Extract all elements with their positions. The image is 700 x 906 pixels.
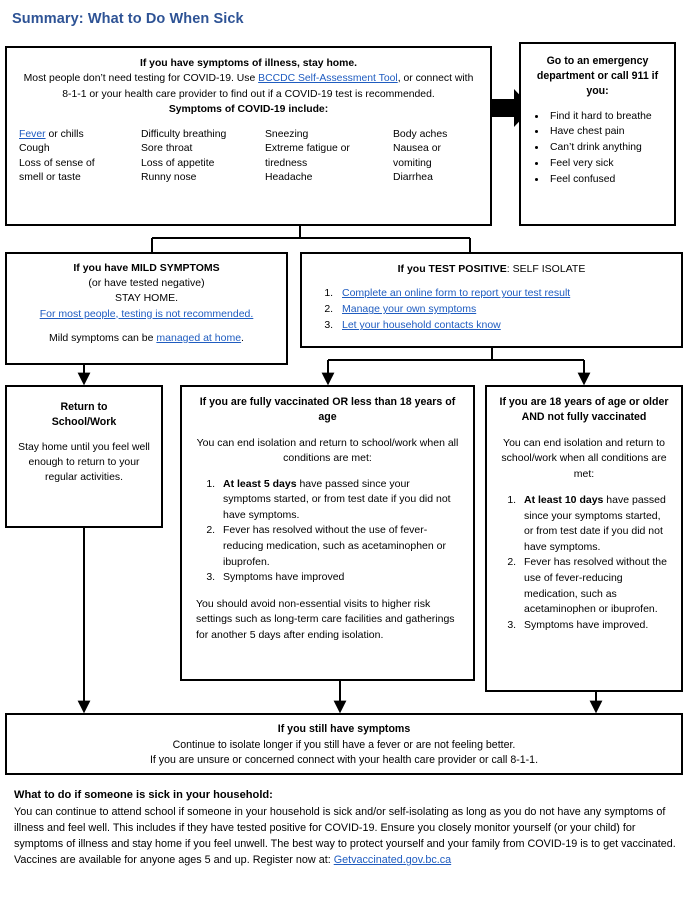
final-line3: If you are unsure or concerned connect w…	[149, 754, 539, 767]
list-item: Fever has resolved without the use of fe…	[519, 555, 671, 617]
mild-symptoms-line5-pre: Mild symptoms can be	[49, 331, 157, 344]
symptom-item: tiredness	[265, 157, 308, 169]
mild-symptoms-content: If you have MILD SYMPTOMS (or have teste…	[7, 254, 286, 346]
symptoms-columns: Fever or chills Cough Loss of sense of s…	[7, 118, 490, 186]
managed-at-home-link[interactable]: managed at home	[156, 331, 242, 344]
testing-not-recommended-link[interactable]: For most people, testing is not recommen…	[39, 307, 254, 320]
test-positive-steps: Complete an online form to report your t…	[302, 285, 681, 334]
unvax-conditions-list: At least 10 days have passed since your …	[487, 493, 681, 633]
report-test-result-link[interactable]: Complete an online form to report your t…	[342, 287, 571, 299]
symptom-item: Difficulty breathing	[141, 128, 227, 140]
page-title: Summary: What to Do When Sick	[12, 11, 244, 27]
test-positive-box: If you TEST POSITIVE: SELF ISOLATE Compl…	[300, 252, 683, 348]
return-heading-line1: Return to	[60, 401, 108, 413]
symptoms-line2-post: , or connect with 8-1-1 or your health c…	[62, 73, 474, 100]
mild-symptoms-line3: STAY HOME.	[114, 292, 178, 305]
final-heading: If you still have symptoms	[277, 723, 411, 735]
symptom-item: Extreme fatigue or	[265, 143, 350, 155]
symptom-item: Nausea or	[393, 143, 441, 155]
list-item: Feel confused	[547, 172, 668, 188]
emergency-box: Go to an emergency department or call 91…	[519, 42, 676, 226]
symptom-item: Loss of sense of	[19, 157, 95, 169]
vax-conditions-list: At least 5 days have passed since your s…	[182, 477, 473, 586]
symptoms-intro: If you have symptoms of illness, stay ho…	[7, 48, 490, 118]
test-positive-heading-bold: If you TEST POSITIVE	[397, 263, 507, 275]
getvaccinated-link[interactable]: Getvaccinated.gov.bc.ca	[333, 854, 452, 867]
final-box-content: If you still have symptoms Continue to i…	[7, 715, 681, 769]
list-item: Find it hard to breathe	[547, 109, 668, 125]
list-item: At least 5 days have passed since your s…	[218, 477, 459, 524]
symptoms-column-1: Fever or chills Cough Loss of sense of s…	[19, 128, 141, 186]
mild-symptoms-heading: If you have MILD SYMPTOMS	[73, 262, 220, 274]
emergency-heading: Go to an emergency department or call 91…	[536, 55, 659, 98]
spacer	[13, 322, 280, 331]
condition-text: Symptoms have improved.	[524, 618, 649, 631]
list-item: Symptoms have improved	[218, 570, 459, 586]
not-fully-vaccinated-box: If you are 18 years of age or older AND …	[485, 385, 683, 692]
test-positive-heading-rest: : SELF ISOLATE	[506, 263, 586, 275]
symptoms-heading: If you have symptoms of illness, stay ho…	[139, 58, 358, 69]
symptom-item: Headache	[265, 172, 313, 184]
return-box-content: Return to School/Work Stay home until yo…	[7, 387, 161, 485]
condition-text: have passed since your symptoms started,…	[524, 494, 666, 553]
symptom-item: Body aches	[393, 128, 448, 140]
symptom-item: Loss of appetite	[141, 157, 215, 169]
list-item[interactable]: Let your household contacts know	[336, 317, 673, 333]
fully-vaccinated-box: If you are fully vaccinated OR less than…	[180, 385, 475, 681]
condition-emphasis: At least 10 days	[524, 494, 604, 507]
symptoms-column-2: Difficulty breathing Sore throat Loss of…	[141, 128, 265, 186]
condition-text: Fever has resolved without the use of fe…	[524, 556, 667, 616]
symptom-item: smell or taste	[19, 172, 81, 184]
symptom-item: Sneezing	[265, 128, 309, 140]
list-item: Can’t drink anything	[547, 140, 668, 156]
symptoms-column-4: Body aches Nausea or vomiting Diarrhea	[393, 128, 485, 186]
emergency-symptom-list: Find it hard to breathe Have chest pain …	[521, 109, 674, 188]
vax-subheading: You can end isolation and return to scho…	[196, 436, 459, 465]
symptoms-line2-pre: Most people don’t need testing for COVID…	[23, 73, 259, 85]
household-contacts-link[interactable]: Let your household contacts know	[342, 319, 501, 332]
final-line2: Continue to isolate longer if you still …	[172, 738, 516, 751]
list-item: Fever has resolved without the use of fe…	[218, 523, 459, 570]
return-body: Stay home until you feel well enough to …	[18, 441, 150, 484]
list-item: Feel very sick	[547, 156, 668, 172]
return-heading-line2: School/Work	[51, 416, 117, 429]
footer-heading: What to do if someone is sick in your ho…	[14, 789, 273, 801]
list-item: Symptoms have improved.	[519, 618, 671, 634]
list-item[interactable]: Manage your own symptoms	[336, 301, 673, 317]
bccdc-self-assessment-tool-link[interactable]: BCCDC Self-Assessment Tool	[258, 73, 398, 85]
condition-text: have passed since your symptoms started,…	[223, 477, 451, 521]
symptom-item: Sore throat	[141, 143, 193, 155]
unvax-heading: If you are 18 years of age or older AND …	[499, 396, 669, 424]
symptoms-info-box: If you have symptoms of illness, stay ho…	[5, 46, 492, 226]
return-to-school-work-box: Return to School/Work Stay home until yo…	[5, 385, 163, 528]
symptom-item: Cough	[19, 143, 50, 155]
manage-symptoms-link[interactable]: Manage your own symptoms	[342, 303, 477, 316]
symptom-item: or chills	[48, 128, 84, 140]
unvax-subheading: You can end isolation and return to scho…	[501, 436, 667, 480]
still-have-symptoms-box: If you still have symptoms Continue to i…	[5, 713, 683, 775]
fever-link[interactable]: Fever	[19, 128, 46, 140]
footer-body: You can continue to attend school if som…	[14, 804, 686, 868]
mild-symptoms-box: If you have MILD SYMPTOMS (or have teste…	[5, 252, 288, 365]
list-item[interactable]: Complete an online form to report your t…	[336, 285, 673, 301]
symptom-item: vomiting	[393, 157, 432, 169]
mild-symptoms-line2: (or have tested negative)	[88, 277, 205, 290]
vax-footer-note: You should avoid non-essential visits to…	[196, 597, 455, 641]
symptom-item: Diarrhea	[393, 172, 433, 184]
mild-symptoms-line5-post: .	[241, 331, 244, 344]
condition-text: Fever has resolved without the use of fe…	[223, 524, 446, 568]
list-item: Have chest pain	[547, 124, 668, 140]
symptoms-column-3: Sneezing Extreme fatigue or tiredness He…	[265, 128, 393, 186]
test-positive-heading: If you TEST POSITIVE: SELF ISOLATE	[302, 254, 681, 276]
list-item: At least 10 days have passed since your …	[519, 493, 671, 555]
vax-heading: If you are fully vaccinated OR less than…	[199, 396, 456, 424]
symptoms-list-heading: Symptoms of COVID-19 include:	[168, 104, 329, 116]
symptom-item: Runny nose	[141, 172, 197, 184]
household-footer: What to do if someone is sick in your ho…	[14, 787, 686, 868]
condition-emphasis: At least 5 days	[223, 477, 297, 490]
condition-text: Symptoms have improved	[223, 571, 345, 584]
footer-body-text: You can continue to attend school if som…	[14, 806, 676, 867]
